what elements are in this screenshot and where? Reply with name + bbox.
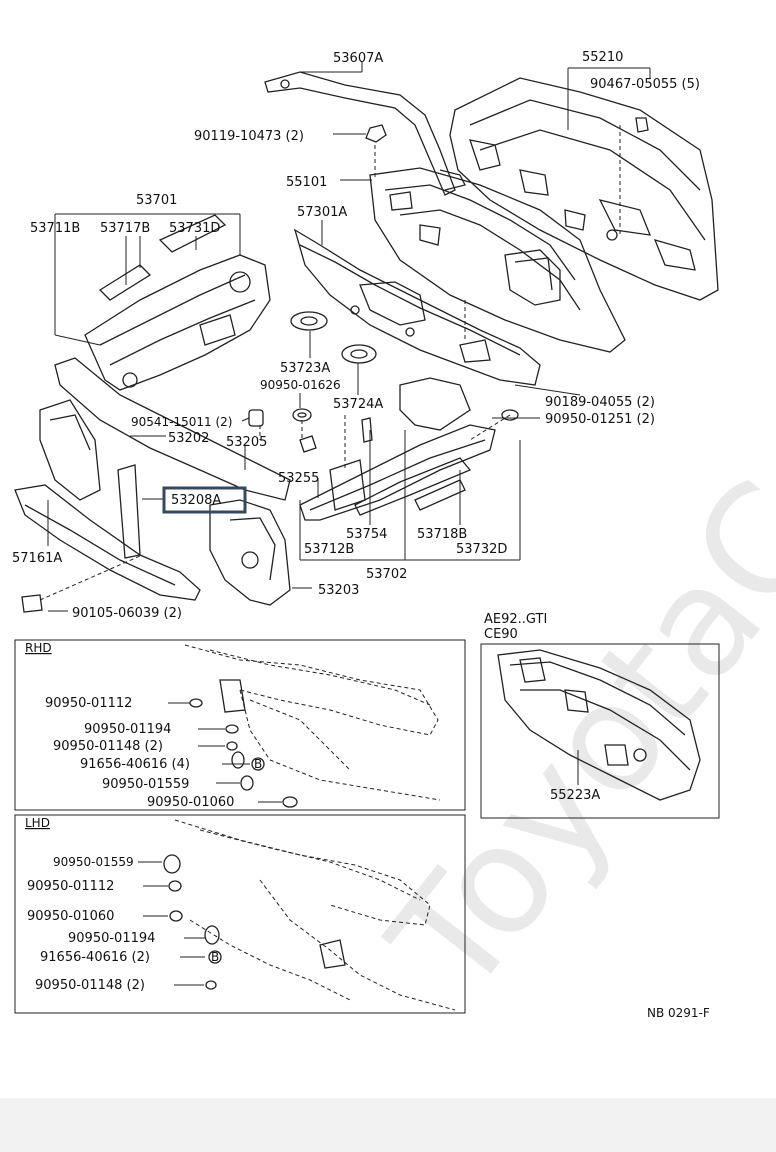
lhd-item-2: 90950-01112 [27,879,114,894]
label-53724A: 53724A [333,397,383,412]
rhd-inset: RHD 90950-01112 90950-01194 90950-01148 … [14,639,466,811]
rhd-bolt-marker: B [254,757,262,771]
lhd-item-4: 90950-01194 [68,931,155,946]
label-57301A: 57301A [297,205,347,220]
drawing-code: NB 0291-F [647,1006,710,1020]
label-53712B: 53712B [304,542,354,557]
label-90119-10473: 90119-10473 (2) [194,129,304,144]
label-90950-01251: 90950-01251 (2) [545,412,655,427]
lhd-inset: LHD 90950-01559 90950-01112 90950-01060 … [14,814,466,1014]
label-53711B: 53711B [30,221,80,236]
label-53701: 53701 [136,193,177,208]
rhd-item-4: 91656-40616 (4) [80,757,190,772]
rhd-inset-frame [14,639,466,811]
footer-band [0,1098,776,1152]
label-53702: 53702 [366,567,407,582]
lhd-item-1: 90950-01559 [53,855,134,869]
part-labels: 53607A 55210 90467-05055 (5) 90119-10473… [12,50,700,621]
label-53255: 53255 [278,471,319,486]
rhd-item-1: 90950-01112 [45,696,132,711]
label-55210: 55210 [582,50,623,65]
label-57161A: 57161A [12,551,62,566]
label-90950-01626: 90950-01626 [260,378,341,392]
lhd-item-3: 90950-01060 [27,909,114,924]
label-53205: 53205 [226,435,267,450]
lhd-item-6: 90950-01148 (2) [35,978,145,993]
label-53754: 53754 [346,527,387,542]
lhd-item-5: 91656-40616 (2) [40,950,150,965]
lhd-inset-frame [14,814,466,1014]
label-53202: 53202 [168,431,209,446]
label-53718B: 53718B [417,527,467,542]
rhd-title: RHD [25,641,52,655]
label-53731D: 53731D [169,221,220,236]
lhd-bolt-marker: B [211,950,219,964]
rhd-item-3: 90950-01148 (2) [53,739,163,754]
variant-model-2: CE90 [484,627,518,642]
apron-53702-drawing [299,377,496,521]
label-90541-15011: 90541-15011 (2) [131,415,233,429]
rhd-item-5: 90950-01559 [102,777,189,792]
label-53717B: 53717B [100,221,150,236]
variant-inset: AE92..GTI CE90 55223A [480,612,720,819]
radiator-support-drawing [14,357,291,606]
label-90189-04055: 90189-04055 (2) [545,395,655,410]
variant-inset-frame [480,643,720,819]
label-53732D: 53732D [456,542,507,557]
label-53607A: 53607A [333,51,383,66]
variant-model-1: AE92..GTI [484,612,547,627]
label-90467-05055: 90467-05055 (5) [590,77,700,92]
dash-panel-55210-drawing [449,77,719,301]
label-53723A: 53723A [280,361,330,376]
small-fasteners-drawing [21,117,649,613]
label-90105-06039: 90105-06039 (2) [72,606,182,621]
rhd-item-6: 90950-01060 [147,795,234,810]
highlight-box-53208A [162,486,247,514]
rhd-item-2: 90950-01194 [84,722,171,737]
dash-panel-55101-drawing [369,167,626,353]
lhd-title: LHD [25,816,50,830]
label-53208A: 53208A [171,493,221,508]
variant-part-55223A: 55223A [550,788,600,803]
leader-lines [39,62,651,612]
cowl-57301A-drawing [293,228,541,386]
label-53203: 53203 [318,583,359,598]
side-member-53701-drawing [84,214,271,391]
label-55101: 55101 [286,175,327,190]
